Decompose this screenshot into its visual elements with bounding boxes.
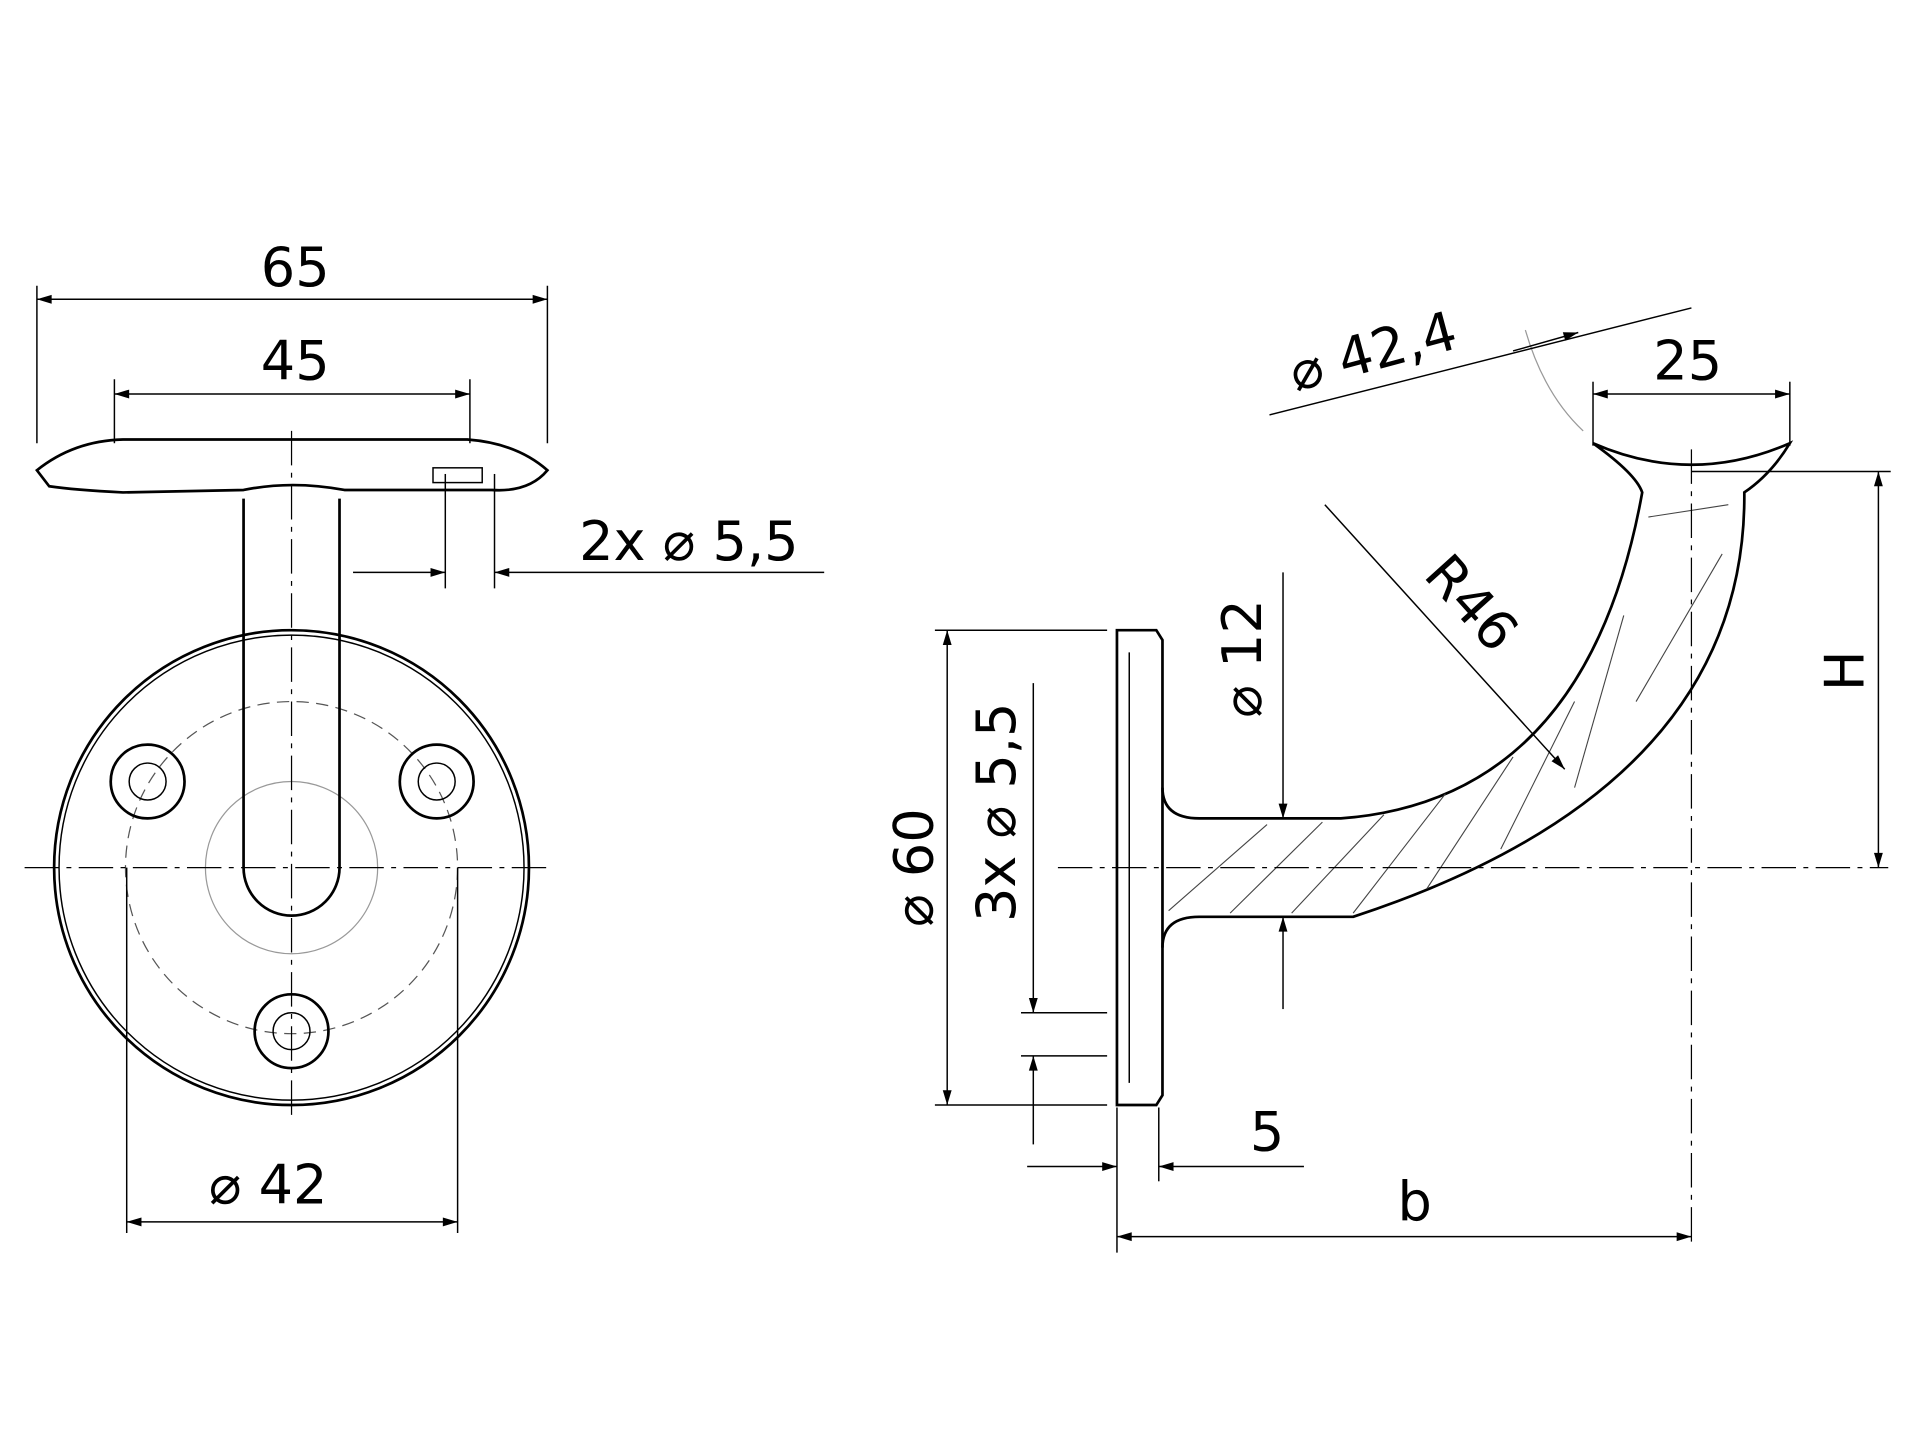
- dim-r46: R46: [1412, 542, 1530, 663]
- dim-3x-5-5: 3x ⌀ 5,5: [965, 703, 1028, 922]
- dim-12: ⌀ 12: [1211, 599, 1274, 718]
- wall-plate: [1115, 628, 1164, 1107]
- dim-45: 45: [261, 329, 330, 392]
- front-view: 65 45 2x ⌀ 5,5 ⌀ 42: [24, 236, 825, 1233]
- saddle-flange: [35, 438, 550, 494]
- section-hatch: [1168, 504, 1729, 914]
- side-view: ⌀ 42,4 25 H R46 ⌀ 12 ⌀ 60 3x ⌀ 5,5 5 b: [882, 299, 1891, 1253]
- dim-65: 65: [261, 236, 330, 299]
- dim-42: ⌀ 42: [209, 1153, 328, 1216]
- stem: [242, 498, 341, 917]
- dim-2x-5-5: 2x ⌀ 5,5: [579, 510, 798, 573]
- dim-b: b: [1397, 1171, 1431, 1234]
- dim-5: 5: [1250, 1101, 1284, 1164]
- dim-25: 25: [1653, 329, 1722, 392]
- dim-h: H: [1814, 650, 1877, 691]
- bracket-arm: [1161, 440, 1794, 948]
- dim-60: ⌀ 60: [882, 808, 945, 927]
